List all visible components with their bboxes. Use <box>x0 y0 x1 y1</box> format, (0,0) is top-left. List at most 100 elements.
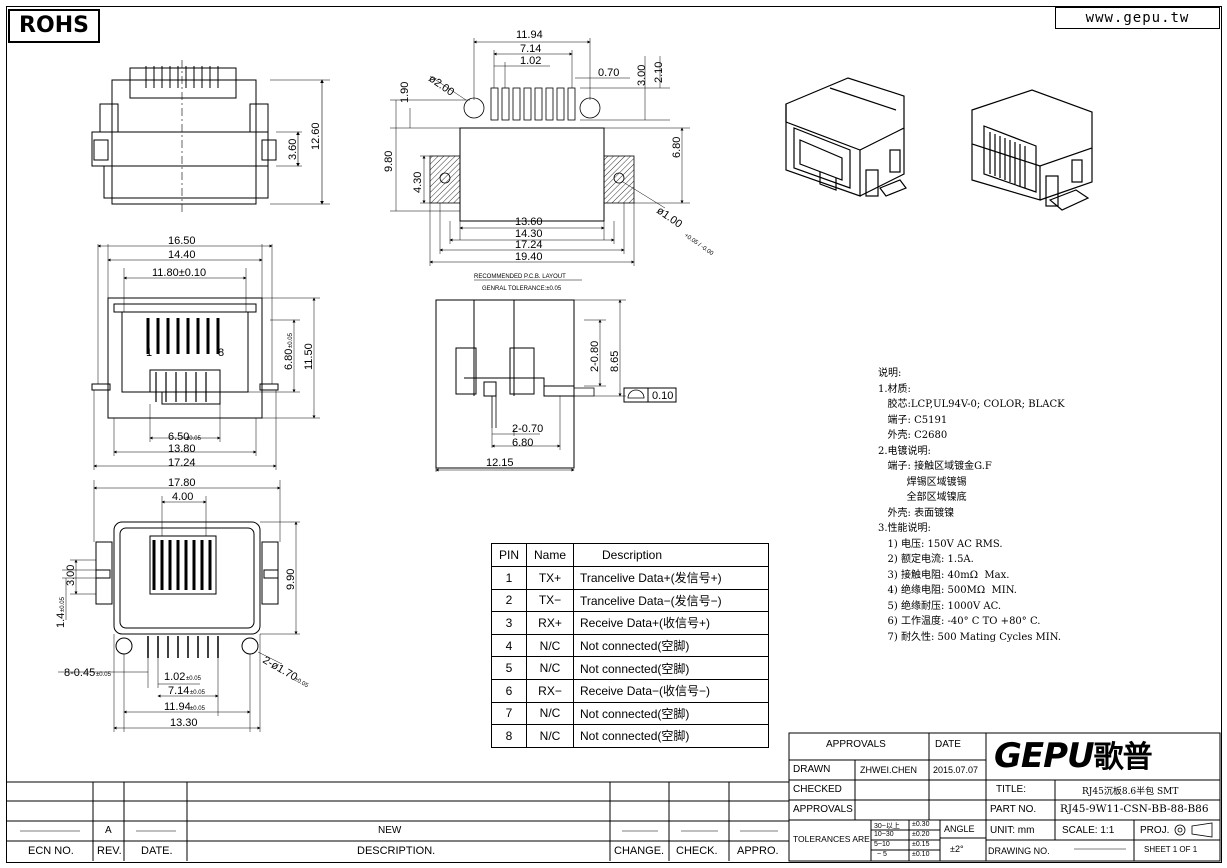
description-label: DESCRIPTION. <box>357 845 436 857</box>
pin-description: Trancelive Data+(发信号+) <box>573 566 769 590</box>
date-header: DATE <box>935 739 961 750</box>
dim-1-4-tol: ±0.05 <box>60 596 66 612</box>
pin-name: RX− <box>526 678 574 703</box>
pin-name: N/C <box>526 724 574 748</box>
angle-value: ±2° <box>950 844 964 854</box>
dim-11-94-bottom-tol: ±0.05 <box>190 706 206 712</box>
pin-name: RX+ <box>526 611 574 635</box>
drawn-by: ZHWEI.CHEN <box>860 765 917 775</box>
pin-description: Not connected(空脚) <box>573 701 769 726</box>
pin-name: N/C <box>526 701 574 726</box>
pin-1-label: 1 <box>146 347 152 359</box>
dim-6-50: 6.50 <box>168 431 189 443</box>
dim-2-0-70: 2-0.70 <box>512 423 543 435</box>
change-label: CHANGE. <box>614 845 665 857</box>
note-line: 端子: 接触区域镀金G.F <box>878 461 992 472</box>
tol-value: ±0.30 <box>912 821 930 828</box>
dim-6-80: 6.80 <box>671 137 683 158</box>
dim-12-60: 12.60 <box>310 122 322 150</box>
pin-description: Receive Data−(收信号−) <box>573 678 769 703</box>
angle-label: ANGLE <box>944 824 975 834</box>
note-line: 全部区域镍底 <box>878 492 967 503</box>
checked-label: CHECKED <box>793 784 842 795</box>
note-line: 2.电镀说明: <box>878 445 931 457</box>
dim-1-02: 1.02 <box>520 55 541 67</box>
approvals-header: APPROVALS <box>826 739 886 750</box>
tol-range: ~ 5 <box>877 851 887 858</box>
drawing-no-label: DRAWING NO. <box>988 846 1050 856</box>
dim-2-10: 2.10 <box>653 62 665 83</box>
ecn-no-label: ECN NO. <box>28 845 74 857</box>
notes-block: 说明:1.材质: 胶芯:LCP,UL94V-0; COLOR; BLACK 端子… <box>878 366 1065 645</box>
check-label: CHECK. <box>676 845 718 857</box>
dim-1-02-bottom: 1.02 <box>164 671 185 683</box>
rohs-badge: ROHS <box>8 9 100 43</box>
dim-6-80-front-tol: ±0.05 <box>288 332 294 348</box>
title-label: TITLE: <box>996 784 1027 795</box>
dim-4-30: 4.30 <box>412 172 424 193</box>
note-line: 1) 电压: 150V AC RMS. <box>878 538 1003 550</box>
pin-name: TX− <box>526 588 574 613</box>
dim-3-00-bottom: 3.00 <box>65 565 77 586</box>
pin-number: 1 <box>491 566 527 590</box>
part-no-value: RJ45-9W11-CSN-BB-88-B86 <box>1060 803 1209 815</box>
pcb-layout-view <box>390 38 690 266</box>
dim-8-0-45-tol: ±0.05 <box>96 672 112 678</box>
rev-label: REV. <box>97 845 122 857</box>
note-line: 3) 接触电阻: 40mΩ Max. <box>878 569 1010 581</box>
note-line: 焊锡区域镀锡 <box>878 476 967 488</box>
logo-cn: 歌普 <box>1093 740 1153 775</box>
scale-label: SCALE: 1:1 <box>1062 825 1115 836</box>
dim-6-50-tol: ±0.05 <box>186 436 202 442</box>
pin-name: N/C <box>526 656 574 680</box>
revision-new: NEW <box>378 825 402 836</box>
dim-dia-1-00: ø1.00 <box>654 205 684 231</box>
tol-value: ±0.10 <box>912 851 930 858</box>
pin-number: 2 <box>491 588 527 613</box>
pcb-tolerance: GENRAL TOLERANCE:±0.05 <box>482 286 562 292</box>
pin-header: PIN <box>491 543 527 567</box>
tol-range: 5~10 <box>874 841 890 848</box>
website-label: www.gepu.tw <box>1055 7 1220 29</box>
dim-9-80: 9.80 <box>383 151 395 172</box>
dim-3-00: 3.00 <box>636 65 648 86</box>
dim-6-80-side: 6.80 <box>512 437 533 449</box>
dim-3-60: 3.60 <box>287 139 299 160</box>
drawn-label: DRAWN <box>793 764 831 775</box>
dim-6-80-front: 6.80 <box>283 349 295 370</box>
pin-number: 4 <box>491 633 527 658</box>
dim-13-30: 13.30 <box>170 717 198 729</box>
tol-value: ±0.20 <box>912 831 930 838</box>
dim-2-dia-1-70-tol: ±0.05 <box>293 677 310 690</box>
notes-title: 说明: <box>878 368 902 379</box>
dim-dia-2-00: ø2.00 <box>426 73 456 99</box>
drawing-frame <box>6 6 1222 863</box>
dim-11-94-bottom: 11.94 <box>164 701 191 713</box>
iso-view-back <box>971 89 1093 211</box>
note-line: 外壳: 表面镀镍 <box>878 507 955 519</box>
note-line: 7) 耐久性: 500 Mating Cycles MIN. <box>878 631 1062 643</box>
dim-19-40: 19.40 <box>515 251 543 263</box>
note-line: 5) 绝缘耐压: 1000V AC. <box>878 600 1002 612</box>
description-header: Description <box>573 543 769 567</box>
dim-7-14: 7.14 <box>520 43 541 55</box>
gepu-logo: GEPU歌普 <box>994 732 1153 776</box>
tolerances-label: TOLERANCES ARE <box>793 834 870 844</box>
dim-8-0-45: 8-0.45 <box>64 667 95 679</box>
front-view <box>91 244 320 470</box>
logo-en: GEPU <box>994 736 1095 776</box>
pin-number: 7 <box>491 701 527 726</box>
approvals-label: APPROVALS <box>793 804 853 815</box>
dim-16-50: 16.50 <box>168 235 196 247</box>
dim-17-80: 17.80 <box>168 477 196 489</box>
pin-description: Not connected(空脚) <box>573 633 769 658</box>
